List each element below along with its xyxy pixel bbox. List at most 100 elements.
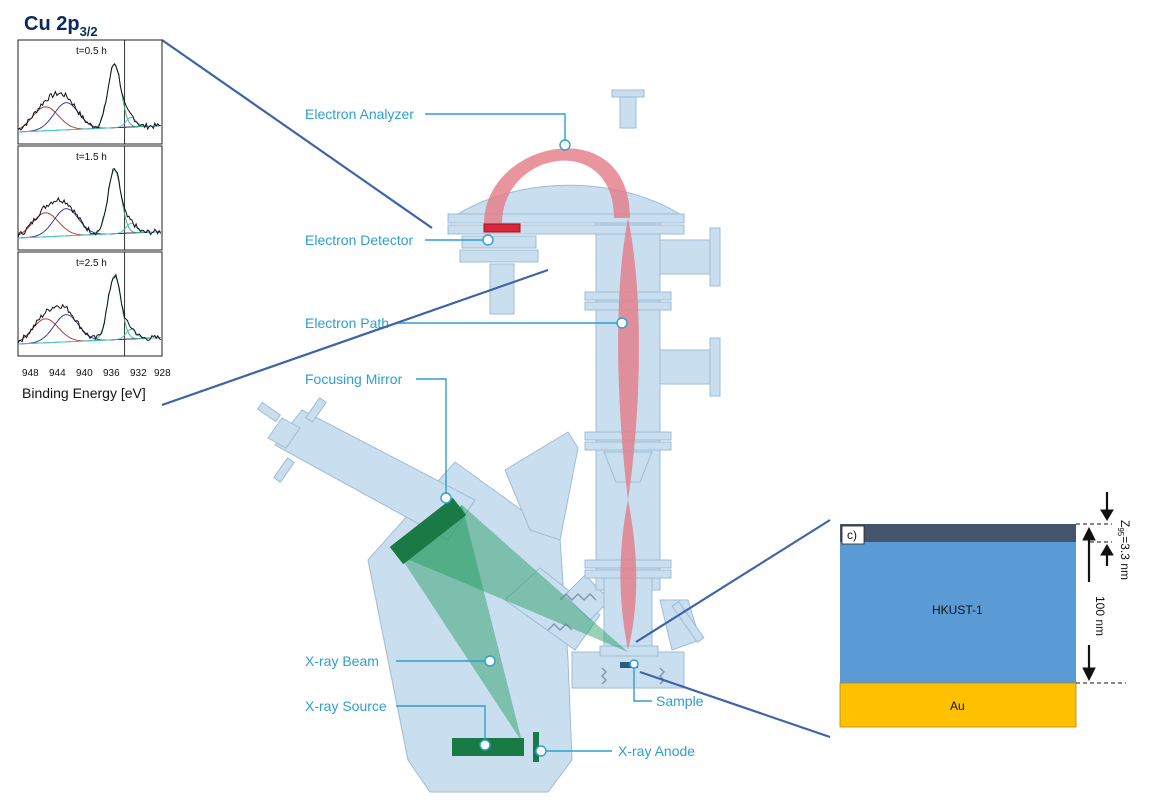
panel-label-box [841,525,865,545]
spectrum-panel: t=2.5 h [17,251,163,357]
marker-focusing-mirror [440,492,452,504]
fit-component-cu1 [17,222,161,239]
electron-detector-bar [483,223,521,233]
marker-xray-beam [484,655,496,667]
panel-time-label: t=1.5 h [76,152,107,163]
x-tick: 940 [76,368,93,379]
hkust-layer [840,542,1076,683]
spring-c [601,667,607,685]
cu2p-spectra: Cu 2p3/2 t=0.5 h t=1.5 h t=2.5 h 948 944… [17,13,171,401]
zoom-line-spectra-bottom [161,268,549,407]
measured-spectrum [17,63,161,131]
port-mid-flange [709,337,721,397]
x-axis-title: Binding Energy [eV] [22,385,146,401]
zoom-line-spectra-top [161,39,433,229]
analyzer-flange-top [447,213,685,224]
au-label: Au [950,699,965,713]
panel-label: c) [847,528,857,542]
detector-base [459,249,539,263]
mirror-arm [274,409,476,541]
xray-beams [400,505,628,742]
top-layer [840,524,1076,542]
x-tick: 936 [103,368,120,379]
fit-component-cu1 [17,116,161,133]
spring-a [559,593,597,601]
zoom-line-layers-bottom [639,670,831,739]
marker-electron-analyzer [559,139,571,151]
analyzer-flange-bottom [447,224,685,235]
connector-tube [504,567,601,651]
arrow-up-mid-head [1100,544,1114,556]
measured-spectrum [17,273,161,344]
label-electron-detector: Electron Detector [305,232,413,248]
x-tick: 928 [154,368,171,379]
spectrum-panel: t=0.5 h [17,39,163,145]
label-xray-beam: X-ray Beam [305,653,379,669]
marker-electron-detector [482,234,494,246]
spring-b [547,623,573,631]
detector-block [461,235,537,249]
dimension-marks [1076,492,1126,684]
spectra-title: Cu 2p3/2 [24,13,98,39]
port-mid [659,349,711,385]
leader-xray-source [396,705,486,745]
label-focusing-mirror: Focusing Mirror [305,371,403,387]
dome-port-cap [611,89,645,98]
hkust-label: HKUST-1 [932,603,983,617]
label-electron-analyzer: Electron Analyzer [305,106,414,122]
sample-stage-top [599,645,659,657]
zoom-lines [161,39,831,739]
panel-time-label: t=2.5 h [76,258,107,269]
au-layer [839,682,1077,728]
electron-column-beam-lower [620,500,637,650]
arm-port-a [305,397,327,423]
detector-stem [489,263,515,315]
label-sample: Sample [656,693,704,709]
electron-arc [484,148,630,224]
port-upper-flange [709,227,721,287]
leader-lines [395,113,652,757]
port-upper [659,239,711,275]
z95-label: Z95=3.3 nm [1116,520,1132,580]
marker-xray-source [479,739,491,751]
x-tick: 932 [130,368,147,379]
sample-holder [620,662,638,668]
xray-beam-to-sample [400,505,628,652]
x-tick: 948 [22,368,39,379]
label-xray-anode: X-ray Anode [618,743,695,759]
label-electron-path: Electron Path [305,315,389,331]
arm-knob [256,401,282,423]
arrow-up-thick-head [1082,526,1096,541]
x-axis-ticks: 948 944 940 936 932 928 [22,368,171,379]
arrow-down-top-head [1100,509,1114,521]
x-tick: 944 [49,368,66,379]
arm-flange [267,417,301,449]
springs [547,593,665,685]
electron-beam [484,148,639,650]
leader-sample [633,668,652,702]
arrow-down-thick-head [1082,667,1096,682]
xray-anode [533,732,539,762]
electron-column-beam-upper [618,218,639,500]
xray-beam-to-mirror [400,505,522,742]
fit-component-cu1 [17,328,161,345]
marker-xray-anode [535,745,547,757]
marker-sample [629,659,639,669]
sample-stage [571,651,685,689]
leader-focusing-mirror [416,378,447,498]
dome-port [619,95,637,129]
arm-port-b [273,457,295,483]
spring-d [659,667,665,685]
thickness-label: 100 nm [1093,596,1107,636]
spectrum-panel: t=1.5 h [17,145,163,251]
zoom-line-layers-top [635,519,831,643]
marker-electron-path [616,317,628,329]
layer-stack: c) HKUST-1 Au Z95=3.3 nm 100 nm [839,492,1132,728]
leader-electron-analyzer [425,113,566,145]
label-xray-source: X-ray Source [305,698,387,714]
port-lower-flange [671,600,705,644]
measured-spectrum [17,168,162,238]
side-tube [504,431,579,541]
panel-time-label: t=0.5 h [76,46,107,57]
